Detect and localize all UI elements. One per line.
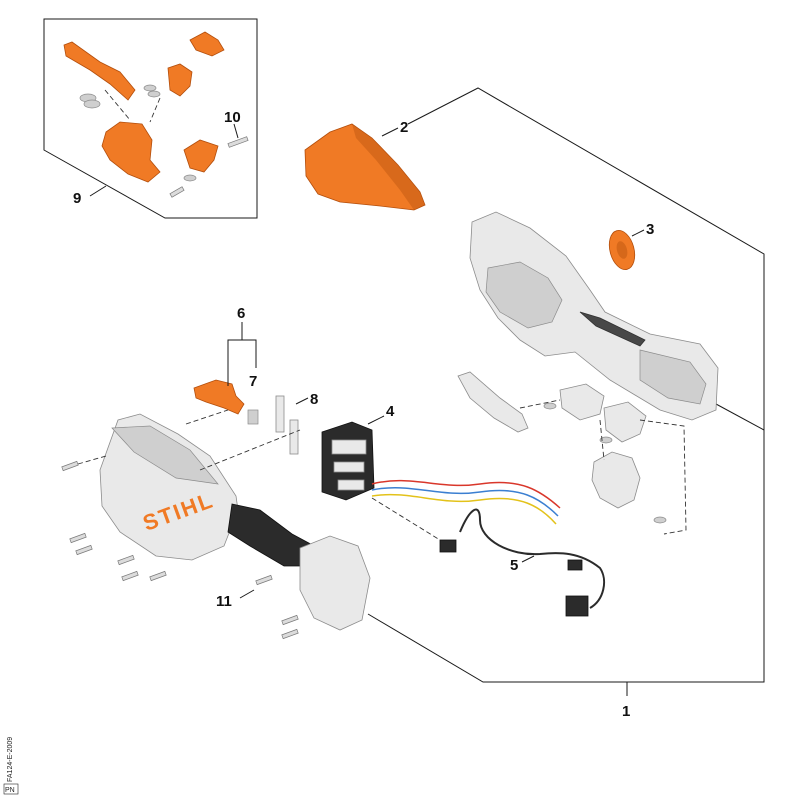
part-11-handle-housing: STIHL (99, 413, 371, 631)
callout-5: 5 (510, 557, 518, 574)
part-3-orange-disc (608, 230, 636, 270)
callout-9: 9 (73, 190, 81, 207)
grey-springs (543, 402, 667, 524)
grey-switch-part (559, 383, 605, 421)
inset-box-assembly-9 (43, 18, 258, 219)
part-2-orange-cover (304, 123, 426, 211)
callout-7: 7 (249, 373, 257, 390)
grey-housing-core (591, 451, 641, 509)
callout-4: 4 (386, 403, 395, 420)
inset-spring-2 (143, 84, 161, 98)
part-8-grey-contacts (275, 395, 299, 455)
callout-1: 1 (622, 703, 630, 720)
part-5-wiring-harness (371, 479, 606, 617)
callout-6: 6 (237, 305, 245, 322)
part-7-small-clip (247, 409, 259, 425)
callout-10: 10 (224, 109, 241, 126)
inset-switch-part (167, 63, 193, 97)
callout-2: 2 (400, 119, 408, 136)
drawing-code-text: FA124-E-2009 (7, 737, 14, 782)
rear-housing-shell (469, 211, 719, 421)
inset-housing-core (101, 121, 161, 183)
group-bracket-1 (367, 87, 765, 683)
inset-small-pin (169, 186, 185, 198)
callout-3: 3 (646, 221, 654, 238)
drawing-code-box-text: PN (5, 787, 15, 794)
grey-trigger-lever (457, 371, 529, 433)
housing-screws (61, 460, 299, 640)
inset-small-clip-part (189, 31, 225, 57)
callout-11: 11 (216, 593, 232, 610)
drawing-code-box (3, 783, 19, 795)
inset-side-lever (183, 139, 219, 173)
part-4-electronics-module (321, 421, 375, 501)
inset-spring-3 (183, 174, 197, 182)
part-6-orange-bracket (193, 379, 245, 415)
inset-pin-10 (227, 136, 249, 148)
grey-side-lever (603, 401, 647, 443)
inset-spring-1 (79, 93, 101, 109)
inset-trigger-lever (63, 41, 136, 101)
callout-8: 8 (310, 391, 318, 408)
